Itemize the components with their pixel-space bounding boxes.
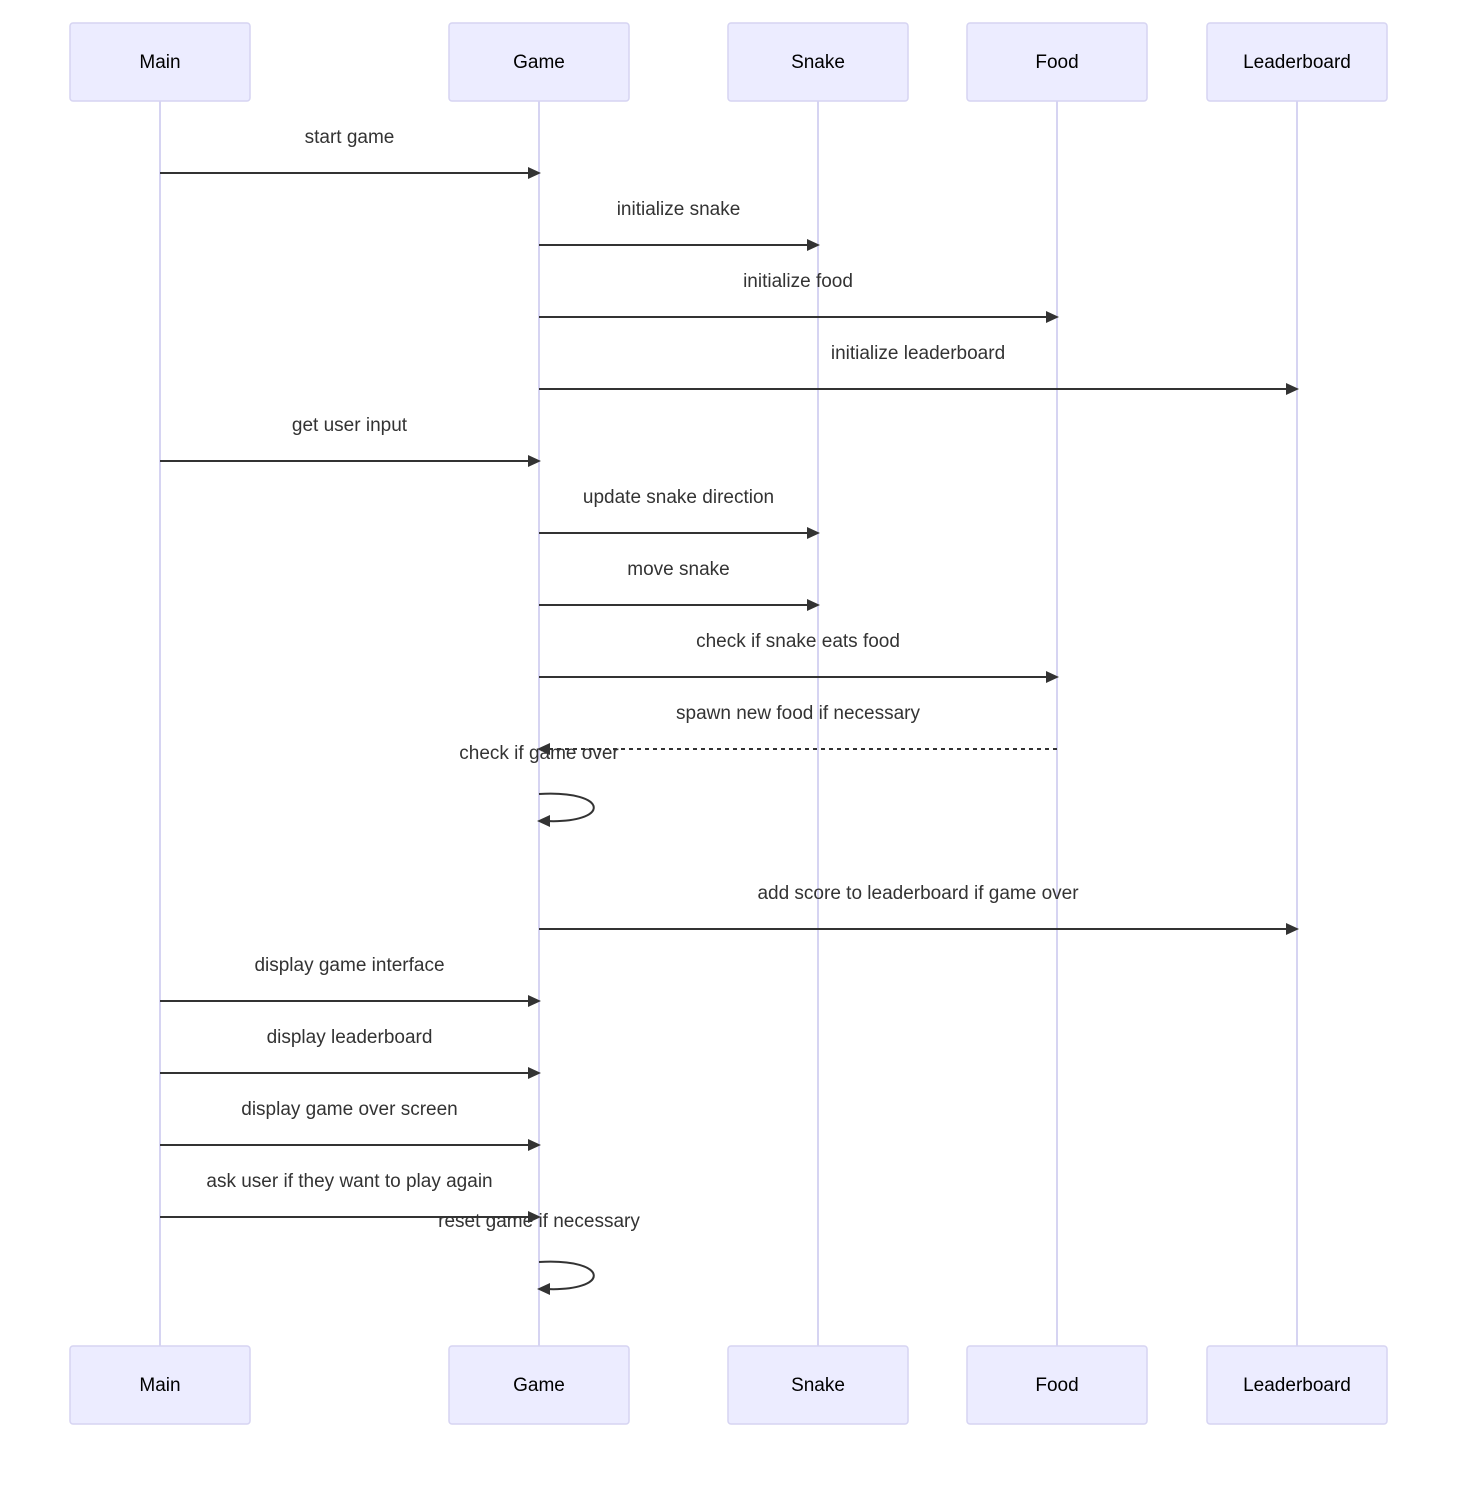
message-11: add score to leaderboard if game over	[539, 883, 1299, 935]
message-label: initialize snake	[617, 199, 741, 220]
actor-box	[69, 22, 251, 102]
message-13: display leaderboard	[160, 1027, 541, 1079]
arrowhead	[1046, 671, 1059, 683]
actor-label: Snake	[791, 1375, 845, 1396]
message-label: spawn new food if necessary	[676, 703, 920, 724]
messages: start game initialize snake initialize foo…	[160, 127, 1299, 1295]
actor-label: Food	[1035, 52, 1078, 73]
self-message-loop	[538, 1260, 595, 1291]
actor-box	[727, 22, 909, 102]
arrowhead	[528, 455, 541, 467]
actor-game-bottom: Game	[448, 1345, 630, 1425]
message-16: reset game if necessary	[438, 1211, 640, 1295]
message-label: ask user if they want to play again	[206, 1171, 492, 1192]
message-label: display game over screen	[241, 1099, 458, 1120]
actor-label: Food	[1035, 1375, 1078, 1396]
message-label: add score to leaderboard if game over	[757, 883, 1079, 904]
arrowhead	[528, 995, 541, 1007]
arrowhead	[807, 239, 820, 251]
message-label: display game interface	[254, 955, 444, 976]
actor-box	[448, 22, 630, 102]
actor-label: Game	[513, 1375, 565, 1396]
actor-box	[1206, 22, 1388, 102]
actor-label: Game	[513, 52, 565, 73]
actors-bottom: Main Game Snake Food Leaderboard	[69, 1345, 1388, 1425]
actor-box	[448, 1345, 630, 1425]
actor-leaderboard-top: Leaderboard	[1206, 22, 1388, 102]
message-8: check if snake eats food	[539, 631, 1059, 683]
message-label: initialize leaderboard	[831, 343, 1005, 364]
arrowhead	[1286, 383, 1299, 395]
arrowhead	[537, 1283, 550, 1295]
message-label: initialize food	[743, 271, 853, 292]
message-label: start game	[305, 127, 395, 148]
actor-box	[966, 22, 1148, 102]
actor-label: Main	[139, 1375, 180, 1396]
message-6: update snake direction	[539, 487, 820, 539]
actor-snake-top: Snake	[727, 22, 909, 102]
arrowhead	[537, 743, 550, 755]
message-15: ask user if they want to play again	[160, 1171, 541, 1223]
actor-food-bottom: Food	[966, 1345, 1148, 1425]
message-5: get user input	[160, 415, 541, 467]
message-3: initialize food	[539, 271, 1059, 323]
message-4: initialize leaderboard	[539, 343, 1299, 395]
actor-main-bottom: Main	[69, 1345, 251, 1425]
actor-label: Snake	[791, 52, 845, 73]
message-label: move snake	[627, 559, 729, 580]
actor-snake-bottom: Snake	[727, 1345, 909, 1425]
actor-leaderboard-bottom: Leaderboard	[1206, 1345, 1388, 1425]
arrowhead	[528, 1139, 541, 1151]
message-7: move snake	[539, 559, 820, 611]
arrowhead	[1286, 923, 1299, 935]
actors-top: Main Game Snake Food Leaderboard	[69, 22, 1388, 102]
message-label: get user input	[292, 415, 408, 436]
message-label: reset game if necessary	[438, 1211, 640, 1232]
actor-game-top: Game	[448, 22, 630, 102]
actor-food-top: Food	[966, 22, 1148, 102]
arrowhead	[528, 1211, 541, 1223]
arrowhead	[528, 1067, 541, 1079]
message-label: update snake direction	[583, 487, 774, 508]
message-12: display game interface	[160, 955, 541, 1007]
message-label: check if snake eats food	[696, 631, 900, 652]
actor-box	[1206, 1345, 1388, 1425]
arrowhead	[537, 815, 550, 827]
message-9: spawn new food if necessary	[537, 703, 1057, 755]
actor-main-top: Main	[69, 22, 251, 102]
message-14: display game over screen	[160, 1099, 541, 1151]
arrowhead	[807, 527, 820, 539]
actor-box	[69, 1345, 251, 1425]
actor-label: Main	[139, 52, 180, 73]
actor-label: Leaderboard	[1243, 52, 1351, 73]
arrowhead	[528, 167, 541, 179]
arrowhead	[1046, 311, 1059, 323]
message-10: check if game over	[459, 743, 619, 827]
message-1: start game	[160, 127, 541, 179]
message-2: initialize snake	[539, 199, 820, 251]
actor-box	[966, 1345, 1148, 1425]
lifelines	[159, 101, 1298, 1346]
actor-box	[727, 1345, 909, 1425]
self-message-loop	[538, 792, 595, 823]
actor-label: Leaderboard	[1243, 1375, 1351, 1396]
message-label: display leaderboard	[267, 1027, 433, 1048]
message-label: check if game over	[459, 743, 619, 764]
arrowhead	[807, 599, 820, 611]
